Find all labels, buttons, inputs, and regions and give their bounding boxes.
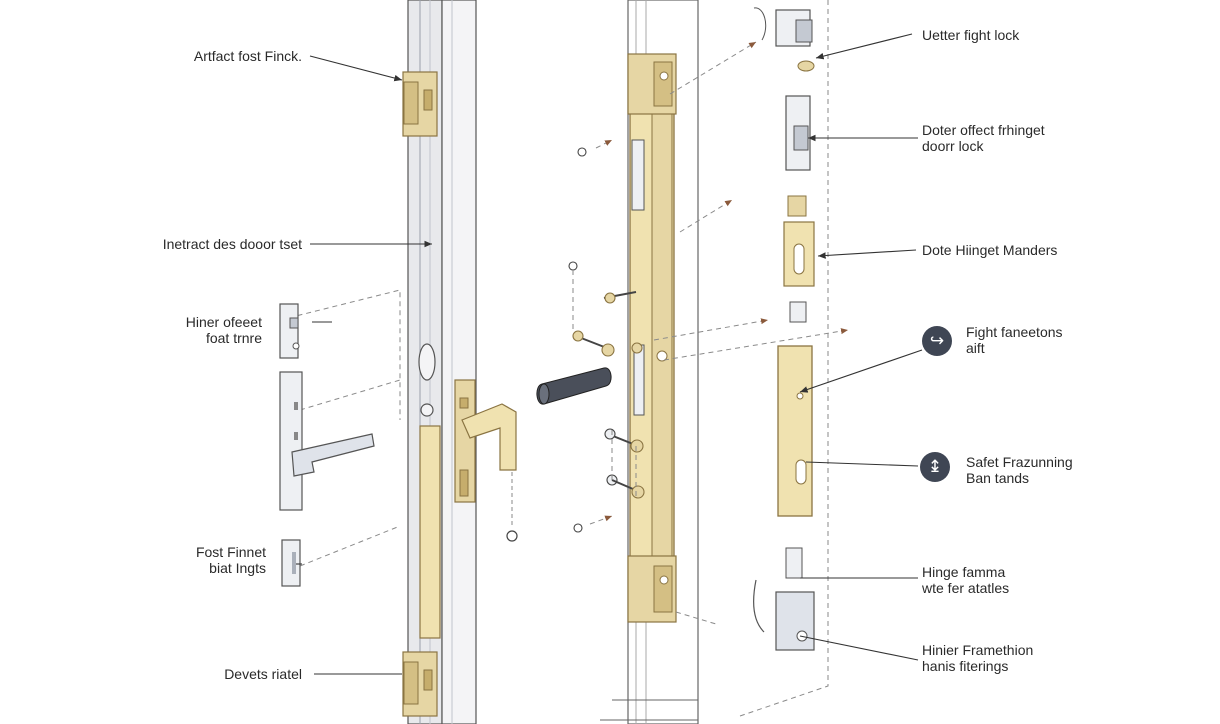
label-text-line-2: foat trnre <box>205 330 262 346</box>
label-artfact-fost-finck: Artfact fost Finck. <box>150 48 302 64</box>
left-top-hinge <box>402 71 438 137</box>
label-text-line-2: aift <box>966 340 985 356</box>
label-fight-faneetons: Fight faneetons aift <box>966 324 1063 356</box>
screw-icon: ↨ <box>920 452 950 482</box>
strike-bracket-part <box>785 95 811 171</box>
left-bottom-hinge <box>402 651 438 717</box>
bottom-lock-part <box>753 547 815 651</box>
label-text-line-2: wte fer atatles <box>922 580 1010 596</box>
label-uetter-fight-lock: Uetter fight lock <box>922 27 1019 43</box>
label-text-line-1: Fight faneetons <box>966 324 1063 340</box>
label-text: Devets riatel <box>224 666 302 682</box>
label-hiner-ofeeet: Hiner ofeeet foat trnre <box>150 314 262 346</box>
label-text-line-1: Fost Finnet <box>195 544 266 560</box>
handle-escutcheon <box>454 379 517 503</box>
left-strike-plate <box>418 343 441 639</box>
center-top-hinge <box>627 53 677 115</box>
label-dote-hiinget-manders: Dote Hiinget Manders <box>922 242 1057 258</box>
label-text-line-2: Ban tands <box>966 470 1030 486</box>
label-fost-finnet: Fost Finnet biat Ingts <box>150 544 266 576</box>
label-text: Dote Hiinget Manders <box>922 242 1058 258</box>
label-text: Uetter fight lock <box>922 27 1020 43</box>
screw-icon: ↪ <box>922 326 952 356</box>
label-text-line-1: Hinier Framethion <box>922 642 1034 658</box>
label-text-line-1: Hiner ofeeet <box>185 314 262 330</box>
label-text-line-2: doorr lock <box>922 138 984 154</box>
label-safet-frazunning: Safet Frazunning Ban tands <box>966 454 1073 486</box>
center-bottom-hinge <box>627 555 677 623</box>
label-hinge-famma: Hinge famma wte fer atatles <box>922 564 1009 596</box>
hinge-mender-part <box>783 195 815 323</box>
right-leader-lines <box>799 33 923 661</box>
label-doter-offect: Doter offect frhinget doorr lock <box>922 122 1045 154</box>
small-screw <box>506 472 518 542</box>
label-text-line-1: Safet Frazunning <box>966 454 1073 470</box>
latch-body-part <box>279 303 300 359</box>
small-bracket-part <box>281 539 301 587</box>
label-text: Artfact fost Finck. <box>193 48 302 64</box>
label-hinier-framethion: Hinier Framethion hanis fiterings <box>922 642 1033 674</box>
label-inetract-door-tset: Inetract des dooor tset <box>120 236 302 252</box>
exploded-guide-lines <box>279 0 849 717</box>
label-text: Inetract des dooor tset <box>162 236 302 252</box>
label-text-line-1: Doter offect frhinget <box>922 122 1045 138</box>
spindle-cylinder <box>536 367 612 405</box>
lever-handle-part <box>279 371 375 511</box>
long-faceplate-part <box>777 345 813 517</box>
left-leader-lines <box>296 55 432 675</box>
label-text-line-2: hanis fiterings <box>922 658 1009 674</box>
exploded-screws <box>568 147 645 533</box>
label-text-line-2: biat Ingts <box>209 560 266 576</box>
label-text-line-1: Hinge famma <box>922 564 1006 580</box>
top-lock-part <box>753 7 815 72</box>
label-devets-riatel: Devets riatel <box>150 666 302 682</box>
